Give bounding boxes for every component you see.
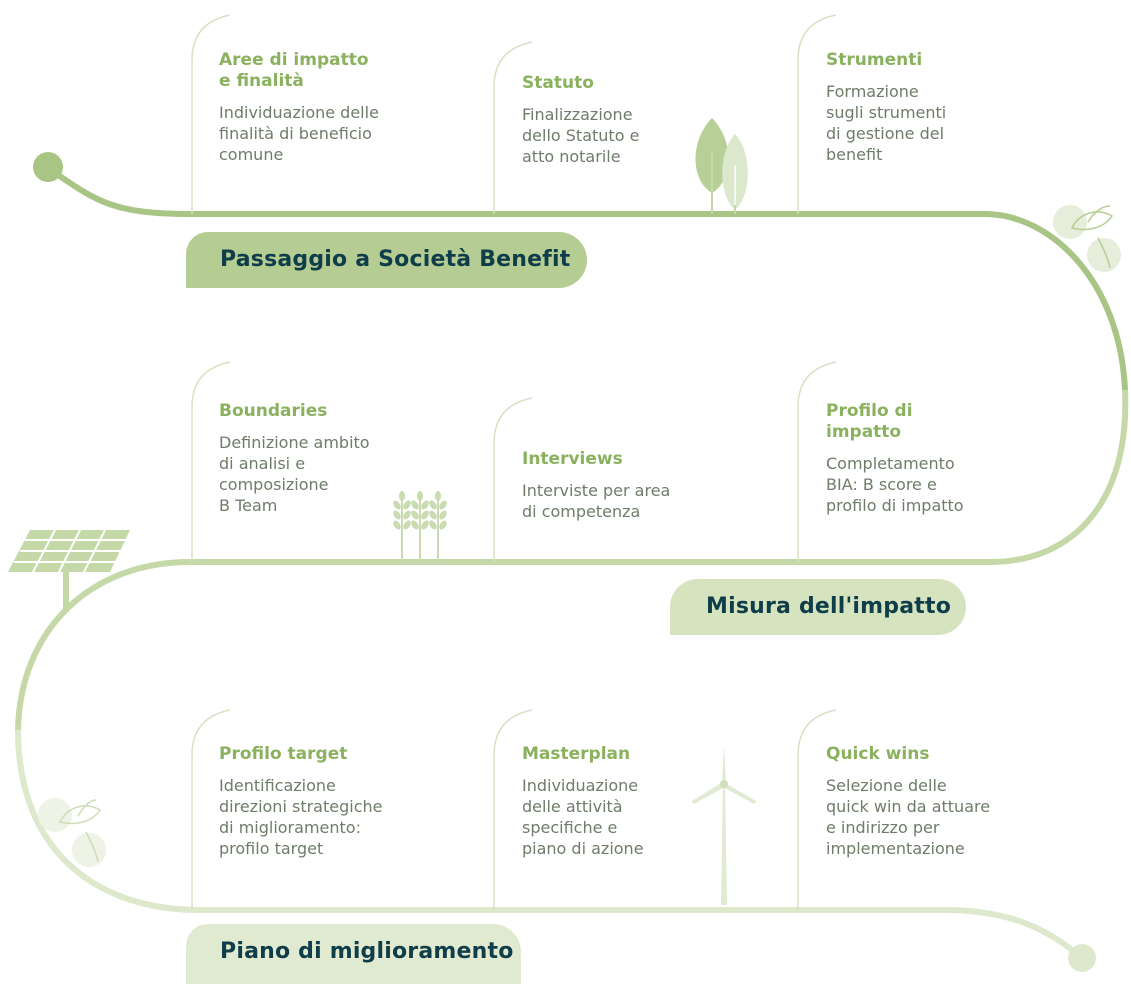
step-card: Quick wins Selezione delle quick win da … — [826, 744, 1116, 859]
path-end-dot — [1068, 944, 1096, 972]
step-card: Masterplan Individuazione delle attività… — [522, 744, 812, 859]
roadmap-path-bottom — [15, 729, 1083, 960]
roadmap-path-top — [45, 165, 1128, 393]
sprout-icon — [1053, 205, 1121, 272]
step-description: Finalizzazione dello Statuto e atto nota… — [522, 105, 640, 166]
step-description: Completamento BIA: B score e profilo di … — [826, 454, 964, 515]
step-card: Boundaries Definizione ambito di analisi… — [219, 401, 509, 516]
step-description: Formazione sugli strumenti di gestione d… — [826, 82, 947, 164]
step-card: Profilo target Identificazione direzioni… — [219, 744, 509, 859]
step-card: Interviews Interviste per area di compet… — [522, 449, 812, 522]
sprout-icon — [38, 798, 106, 867]
solar-panel-icon — [8, 529, 130, 612]
step-description: Interviste per area di competenza — [522, 481, 671, 521]
wind-turbine-icon — [692, 745, 756, 905]
step-description: Individuazione delle attività specifiche… — [522, 776, 644, 858]
step-description: Individuazione delle finalità di benefic… — [219, 103, 379, 164]
path-start-dot — [33, 152, 63, 182]
wheat-icon — [393, 491, 447, 562]
roadmap-path-middle — [15, 389, 1129, 731]
step-description: Identificazione direzioni strategiche di… — [219, 776, 383, 858]
card-dividers — [191, 14, 837, 910]
step-title: Aree di impatto e finalità — [219, 50, 369, 91]
step-title: Profilo target — [219, 744, 348, 764]
step-card: Strumenti Formazione sugli strumenti di … — [826, 50, 1116, 165]
phase-label: Misura dell'impatto — [670, 579, 966, 635]
phase-label: Passaggio a Società Benefit — [186, 232, 587, 288]
step-card: Statuto Finalizzazione dello Statuto e a… — [522, 73, 812, 167]
step-description: Definizione ambito di analisi e composiz… — [219, 433, 370, 515]
step-title: Boundaries — [219, 401, 328, 421]
step-title: Quick wins — [826, 744, 930, 764]
step-description: Selezione delle quick win da attuare e i… — [826, 776, 991, 858]
step-title: Strumenti — [826, 50, 923, 70]
phase-label: Piano di miglioramento — [186, 924, 521, 984]
step-title: Masterplan — [522, 744, 631, 764]
step-title: Profilo di impatto — [826, 401, 913, 442]
step-card: Aree di impatto e finalità Individuazion… — [219, 50, 509, 165]
step-card: Profilo di impatto Completamento BIA: B … — [826, 401, 1116, 516]
leaves-icon — [695, 118, 748, 214]
step-title: Interviews — [522, 449, 623, 469]
step-title: Statuto — [522, 73, 594, 93]
